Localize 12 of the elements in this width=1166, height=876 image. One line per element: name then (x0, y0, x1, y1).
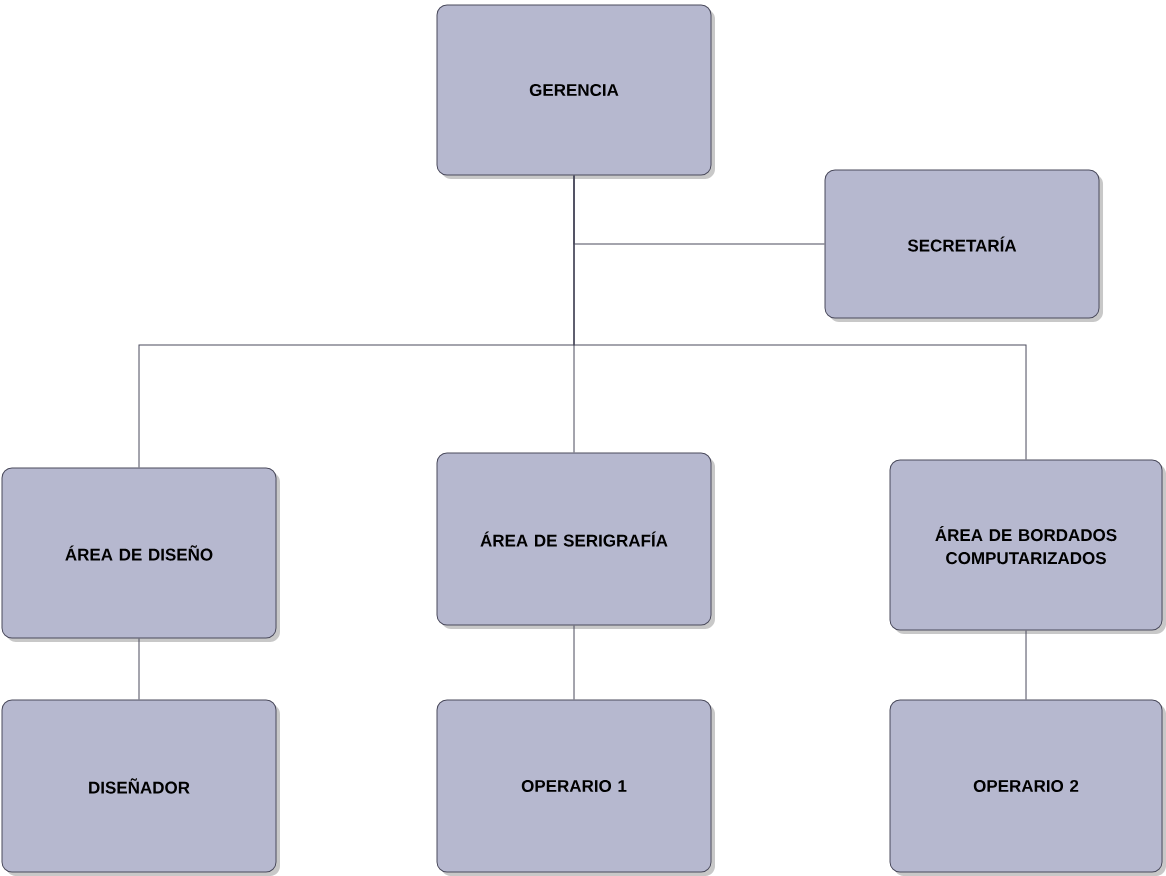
org-box: ÁREA DE SERIGRAFÍA (436, 452, 715, 629)
connector-line (573, 625, 575, 700)
org-box: OPERARIO 1 (436, 699, 715, 876)
connector-line (1025, 630, 1027, 700)
org-box: SECRETARÍA (824, 169, 1103, 322)
org-box: OPERARIO 2 (889, 699, 1166, 876)
connector-line (573, 175, 1027, 460)
org-box: ÁREA DE BORDADOS COMPUTARIZADOS (889, 459, 1166, 634)
org-box: GERENCIA (436, 4, 715, 179)
org-box: ÁREA DE DISEÑO (1, 467, 280, 642)
connector-line (138, 638, 140, 700)
org-box: DISEÑADOR (1, 699, 280, 876)
